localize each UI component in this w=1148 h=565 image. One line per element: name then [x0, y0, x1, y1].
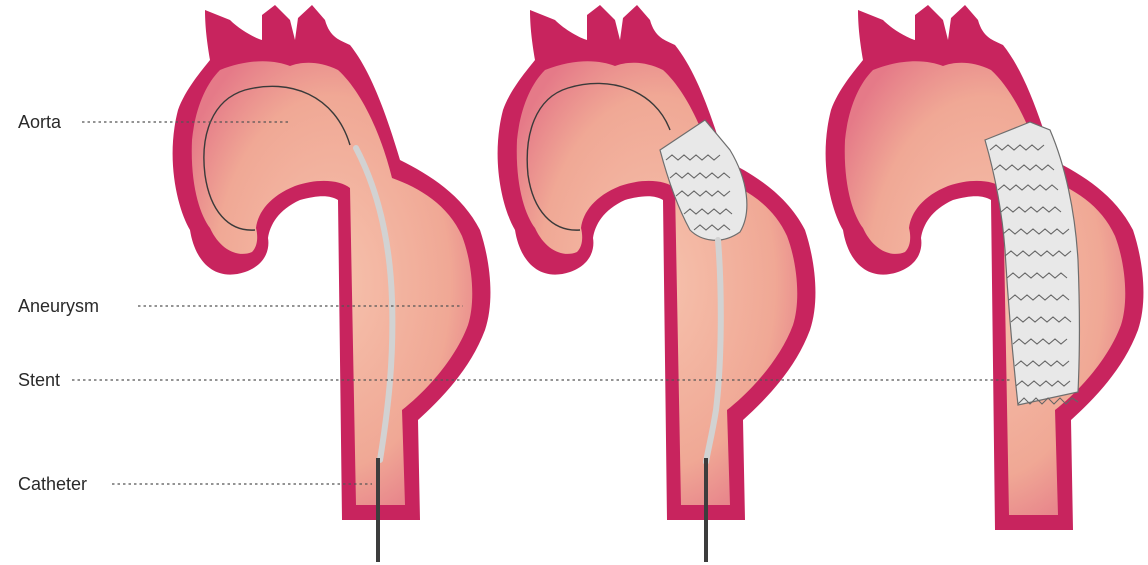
aorta-lumen-1: [192, 61, 473, 505]
label-catheter-text: Catheter: [18, 474, 87, 494]
label-stent-text: Stent: [18, 370, 60, 390]
panel-2-stent-partially-deployed: [498, 5, 816, 562]
panel-1-catheter-inserted: [173, 5, 491, 562]
label-stent: Stent: [18, 370, 1012, 390]
label-aneurysm-text: Aneurysm: [18, 296, 99, 316]
aorta-lumen-3: [845, 61, 1126, 515]
panel-3-stent-fully-deployed: [826, 5, 1144, 530]
label-aorta-text: Aorta: [18, 112, 62, 132]
aorta-lumen-2: [517, 61, 798, 505]
label-catheter: Catheter: [18, 474, 372, 494]
